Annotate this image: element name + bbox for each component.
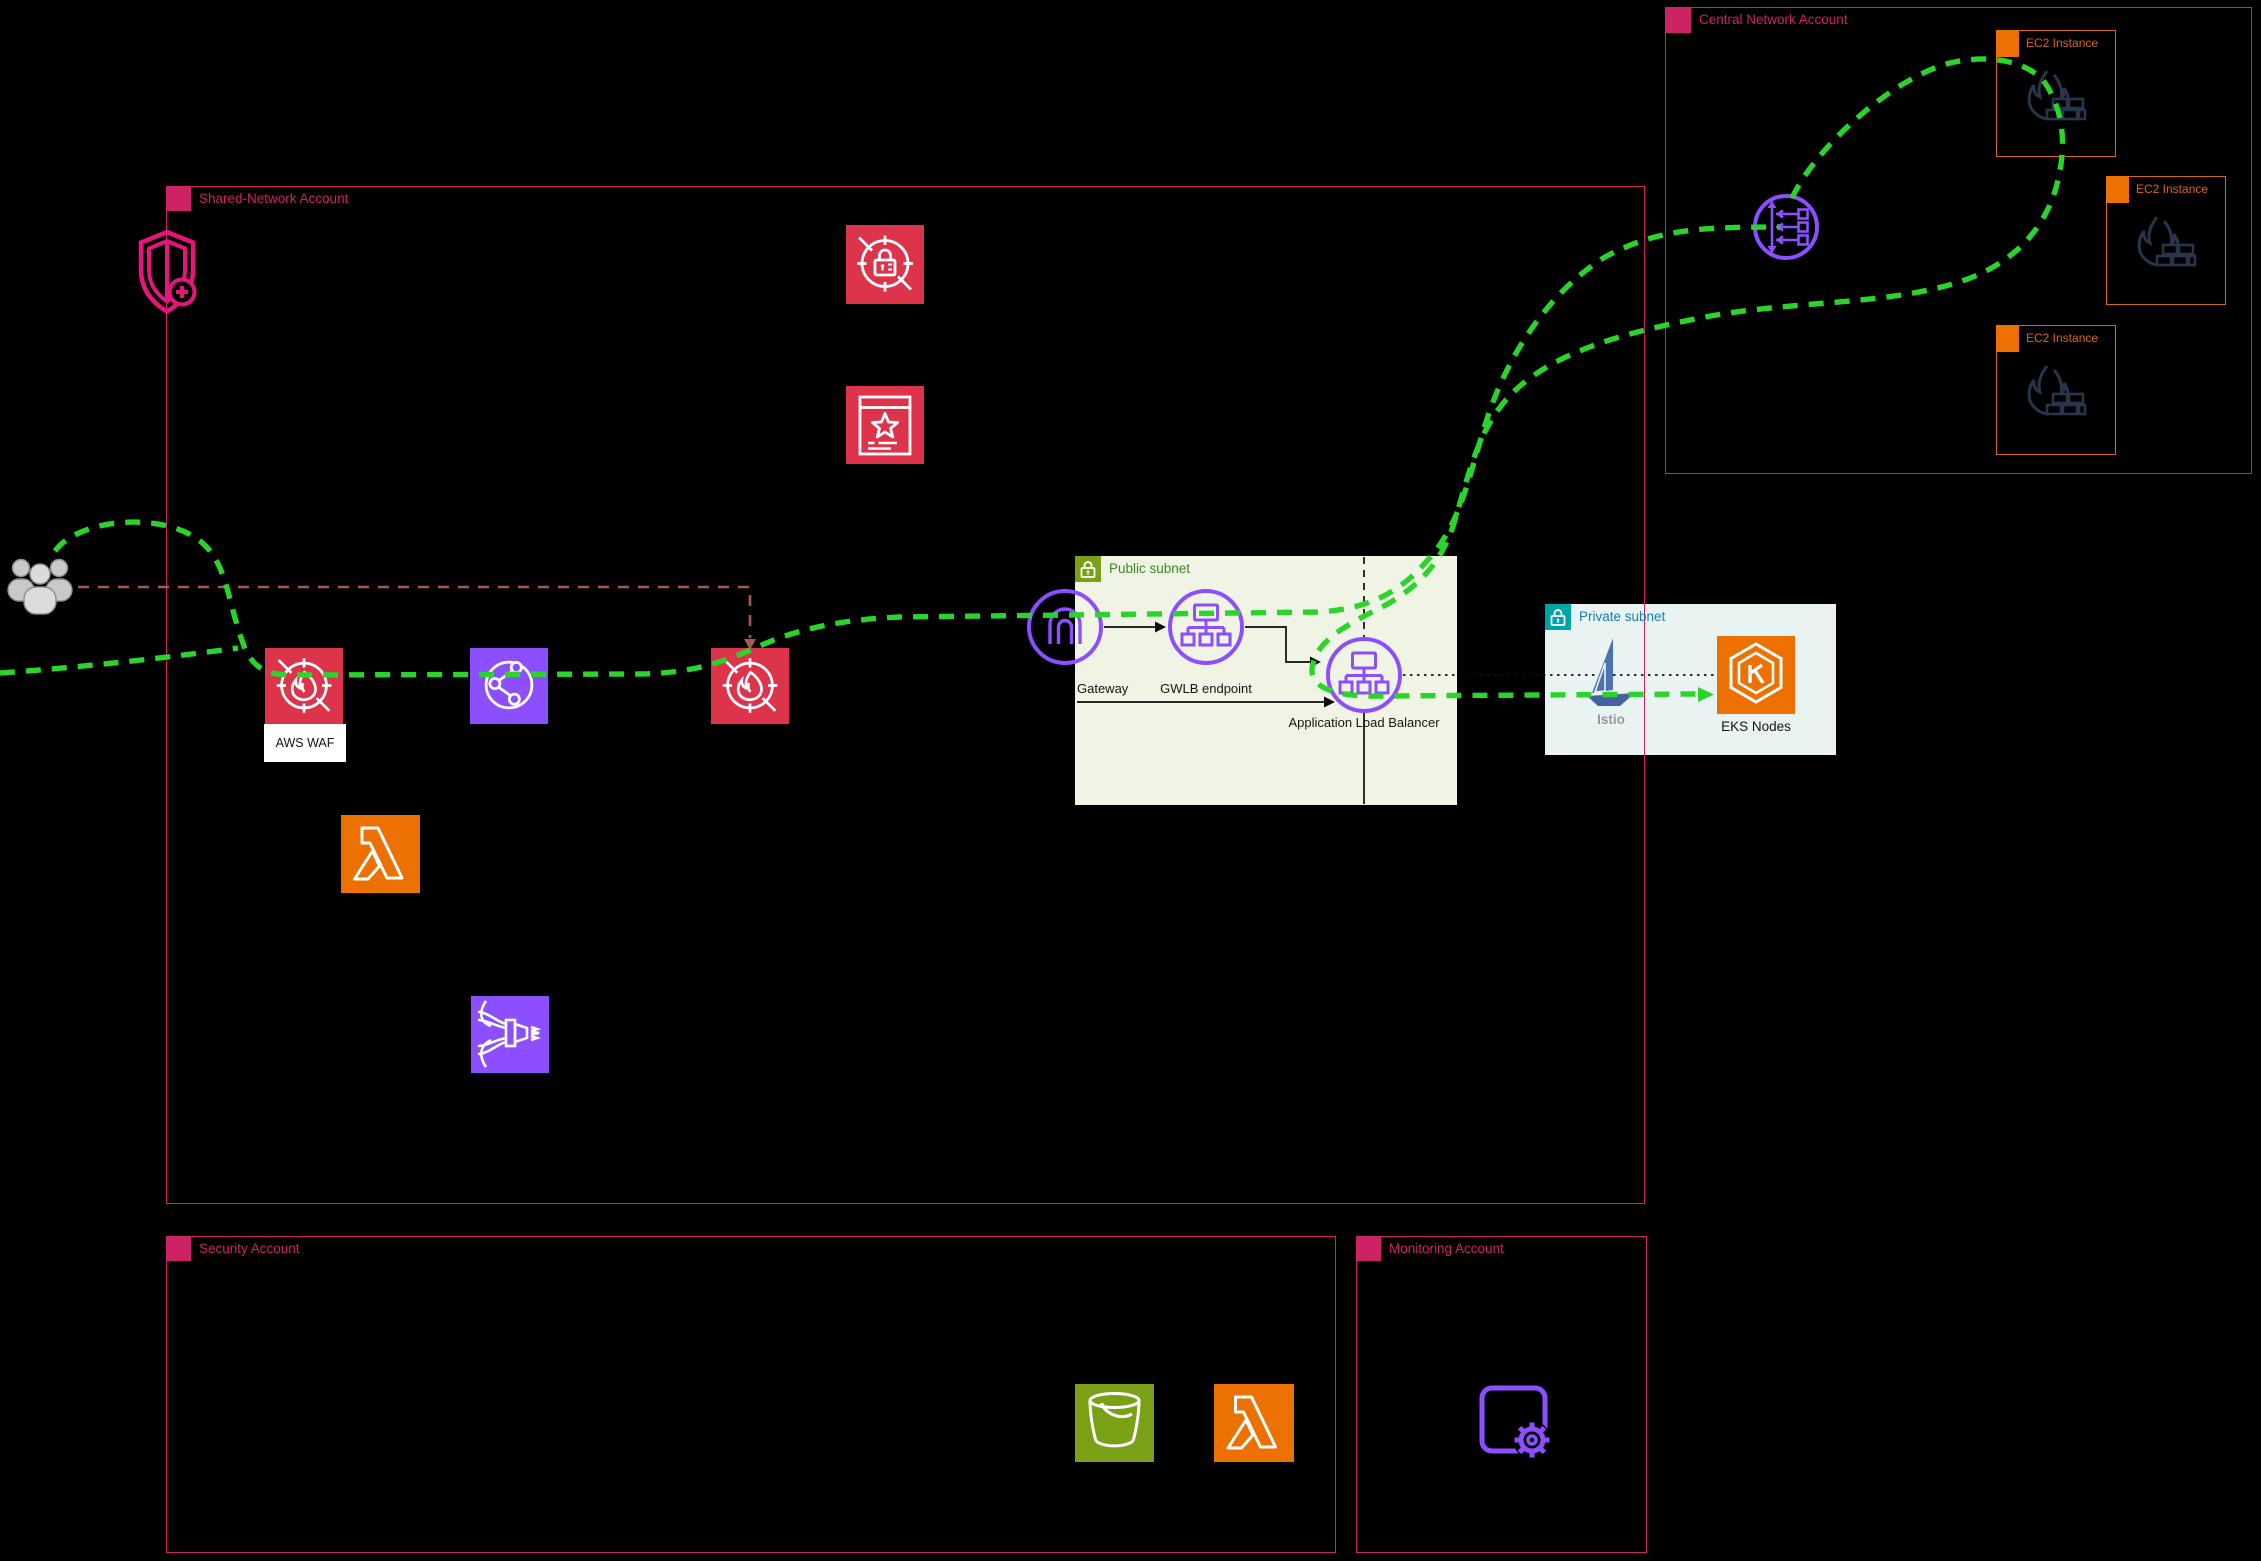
public-subnet-lock-icon xyxy=(1075,556,1101,582)
internet-gateway-icon xyxy=(1027,589,1103,665)
network-firewall-flame-target-icon xyxy=(711,648,789,724)
gwlb-endpoint-icon xyxy=(1168,589,1244,665)
transit-gateway-icon xyxy=(1753,194,1819,260)
s3-bucket-icon xyxy=(1075,1384,1154,1462)
ec2-instance-box xyxy=(2106,176,2226,305)
systems-manager-gear-icon xyxy=(1477,1384,1559,1464)
monitoring-account-label: Monitoring Account xyxy=(1389,1241,1504,1256)
istio-sailboat-icon xyxy=(1585,635,1637,713)
ec2-instance-tag xyxy=(1996,30,2019,57)
private-subnet-label: Private subnet xyxy=(1579,609,1666,624)
monitoring-account-box xyxy=(1356,1236,1647,1553)
ec2-instance-tag xyxy=(1996,325,2019,352)
users-icon xyxy=(6,556,74,618)
eks-nodes-label: EKS Nodes xyxy=(1721,719,1791,734)
private-subnet-lock-icon xyxy=(1545,604,1571,630)
aws-waf-label-text: AWS WAF xyxy=(275,736,335,750)
application-load-balancer-label: Application Load Balancer xyxy=(1288,715,1440,730)
public-subnet-label: Public subnet xyxy=(1109,561,1191,576)
firewall-lock-target-icon xyxy=(846,225,924,304)
lambda-icon xyxy=(1214,1384,1294,1462)
ec2-firewall-icon xyxy=(2024,363,2088,423)
webpage-star-icon xyxy=(846,386,924,464)
eks-icon xyxy=(1717,636,1795,714)
application-load-balancer-icon xyxy=(1326,637,1402,713)
security-account-label: Security Account xyxy=(199,1241,300,1256)
cloudfront-globe-icon xyxy=(470,648,548,724)
ec2-instance-tag xyxy=(2106,176,2129,203)
security-account-tag xyxy=(166,1236,191,1261)
waf-flame-target-icon xyxy=(265,648,343,724)
ec2-firewall-icon xyxy=(2024,68,2088,128)
monitoring-account-tag xyxy=(1356,1236,1381,1261)
istio-label: Istio xyxy=(1597,712,1625,727)
ec2-firewall-icon xyxy=(2134,214,2198,274)
lambda-icon xyxy=(341,815,420,893)
shared-account-label: Shared-Network Account xyxy=(199,191,349,206)
aws-waf-label: AWS WAF xyxy=(264,724,346,762)
shared-network-account-box xyxy=(166,186,1645,1204)
central-account-tag xyxy=(1665,7,1691,33)
ec2-instance-label: EC2 Instance xyxy=(2136,182,2209,196)
security-account-box xyxy=(166,1236,1336,1553)
gwlb-endpoint-label: GWLB endpoint xyxy=(1160,681,1252,696)
shield-plus-icon xyxy=(134,228,200,316)
shared-account-tag xyxy=(166,186,191,211)
ec2-instance-label: EC2 Instance xyxy=(2026,36,2099,50)
internet-gateway-label: Gateway xyxy=(1077,681,1129,696)
central-account-label: Central Network Account xyxy=(1699,12,1848,27)
ec2-instance-label: EC2 Instance xyxy=(2026,331,2099,345)
data-firehose-icon xyxy=(471,996,549,1073)
